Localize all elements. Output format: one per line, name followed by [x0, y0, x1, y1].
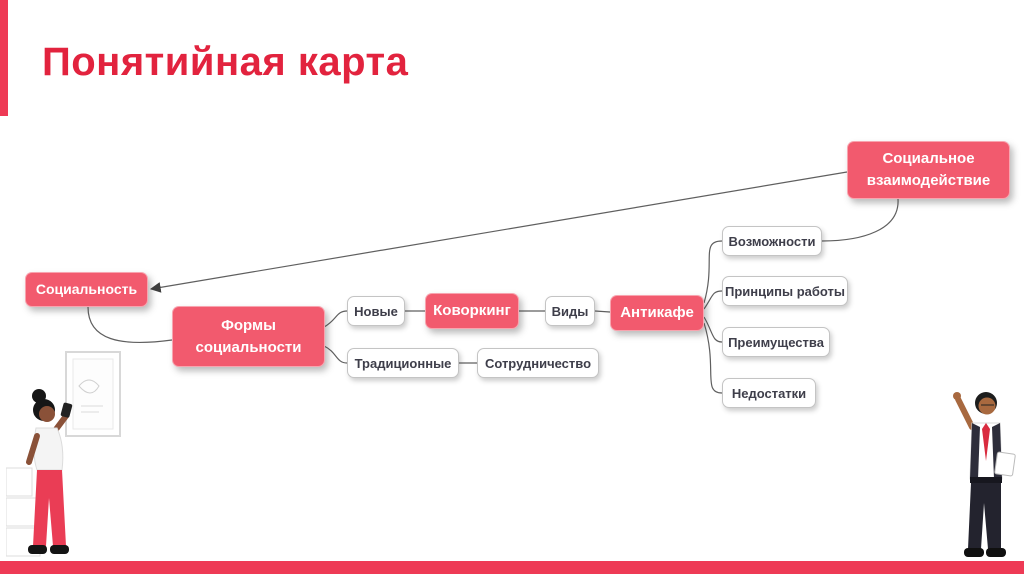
node-disadvantages: Недостатки	[722, 378, 816, 408]
node-types: Виды	[545, 296, 595, 326]
left-accent-bar	[0, 0, 8, 116]
man-figure	[953, 392, 1016, 557]
node-cooperation: Сотрудничество	[477, 348, 599, 378]
edge-anticafe-to-disadvantages	[703, 322, 723, 394]
boxes-illustration	[6, 467, 41, 557]
node-traditional: Традиционные	[347, 348, 459, 378]
edge-forms-to-new	[323, 310, 348, 328]
edge-anticafe-to-opportunities	[703, 240, 723, 304]
edge-anticafe-to-principles	[703, 290, 723, 310]
node-social-interaction: Социальное взаимодействие	[847, 141, 1010, 199]
node-working-principles: Принципы работы	[722, 276, 848, 306]
woman-figure	[26, 389, 73, 554]
picture-frame-illustration	[65, 351, 121, 437]
man-illustration	[953, 392, 1016, 557]
bottom-accent-bar	[0, 561, 1024, 574]
node-advantages: Преимущества	[722, 327, 830, 357]
node-forms-of-sociality: Формы социальности	[172, 306, 325, 367]
edge-forms-to-traditional	[323, 345, 348, 364]
edge-sociality-to-forms	[87, 306, 173, 343]
page-title: Понятийная карта	[42, 40, 409, 84]
edge-social-interaction-to-opportunities	[821, 198, 899, 242]
node-new: Новые	[347, 296, 405, 326]
node-coworking: Коворкинг	[425, 293, 519, 329]
edge-anticafe-to-advantages	[703, 316, 723, 343]
woman-illustration	[6, 351, 121, 557]
node-sociality: Социальность	[25, 272, 148, 307]
edge-types-to-anticafe	[594, 310, 611, 313]
node-anticafe: Антикафе	[610, 295, 704, 331]
node-opportunities: Возможности	[722, 226, 822, 256]
